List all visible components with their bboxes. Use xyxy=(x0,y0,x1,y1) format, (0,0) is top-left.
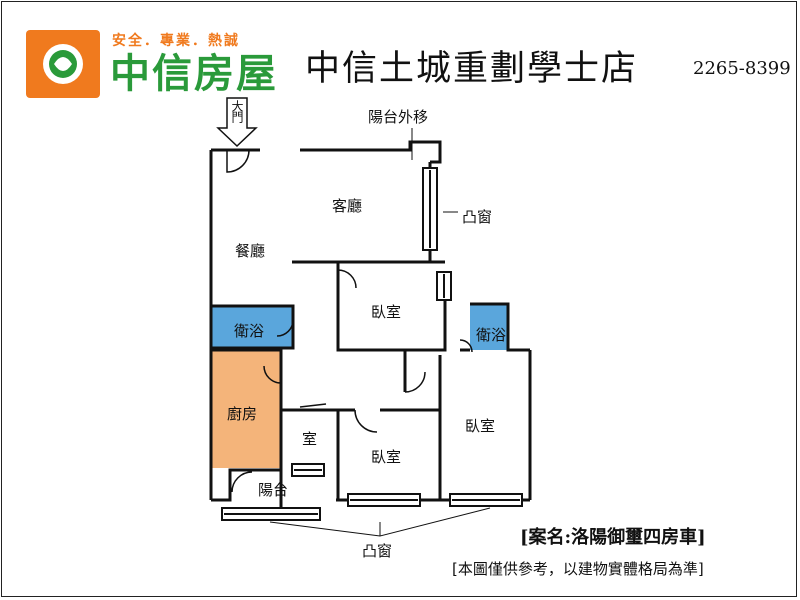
wall-right-bath xyxy=(470,302,530,352)
brand-name: 中信房屋 xyxy=(110,51,278,97)
door-balcony xyxy=(231,471,253,493)
wall-bath-left xyxy=(211,304,295,350)
bay-window-bottom-right xyxy=(449,493,523,507)
label-kitchen: 廚房 xyxy=(227,405,258,423)
main-door-arrow-icon xyxy=(216,97,258,148)
label-bay-window-bottom: 凸窗 xyxy=(362,542,393,560)
label-bay-window-right: 凸窗 xyxy=(462,208,493,226)
kitchen-fill xyxy=(211,350,281,468)
door-main xyxy=(226,149,250,173)
label-small-room: 室 xyxy=(302,430,318,448)
door-corridor xyxy=(404,371,426,393)
wall-kitchen xyxy=(211,348,283,470)
door-bath-left xyxy=(276,319,294,337)
disclaimer: [本圖僅供參考，以建物實體格局為準] xyxy=(452,560,704,578)
label-bedroom-right: 臥室 xyxy=(465,417,496,435)
store-name: 中信土城重劃學士店 xyxy=(305,49,639,89)
bay-window-right xyxy=(422,167,438,251)
label-bedroom-upper: 臥室 xyxy=(371,303,402,321)
bay-window-bottom-middle xyxy=(347,493,421,507)
wall-corridor xyxy=(403,348,470,392)
door-bedroom-middle xyxy=(354,409,378,433)
wall-bottom-left xyxy=(211,468,283,508)
wall-bedroom-upper xyxy=(292,260,447,352)
label-balcony-moved: 陽台外移 xyxy=(368,108,429,126)
store-phone: 2265-8399 xyxy=(693,58,791,79)
window-small-right xyxy=(436,271,452,301)
label-bath-left: 衛浴 xyxy=(234,322,265,340)
case-name: [案名:洛陽御璽四房車] xyxy=(520,527,706,548)
wall-top xyxy=(211,140,442,164)
label-balcony: 陽台 xyxy=(258,481,289,499)
door-bedroom-upper xyxy=(337,269,357,289)
brand-logo-icon xyxy=(26,30,100,98)
door-bath-right xyxy=(459,339,473,353)
label-living-room: 客廳 xyxy=(332,197,363,215)
brand-tagline: 安全．專業．熱誠 xyxy=(112,33,240,49)
label-main-door: 大門 xyxy=(230,100,244,122)
window-small-room xyxy=(291,463,325,477)
door-kitchen xyxy=(263,365,282,384)
bay-window-bottom-left xyxy=(221,507,321,521)
label-bath-right: 衛浴 xyxy=(476,326,507,344)
label-bedroom-middle: 臥室 xyxy=(371,448,402,466)
bath-left-fill xyxy=(211,306,293,348)
bath-right-fill xyxy=(470,304,508,350)
label-dining-room: 餐廳 xyxy=(235,242,266,260)
wall-small-room xyxy=(281,408,340,500)
